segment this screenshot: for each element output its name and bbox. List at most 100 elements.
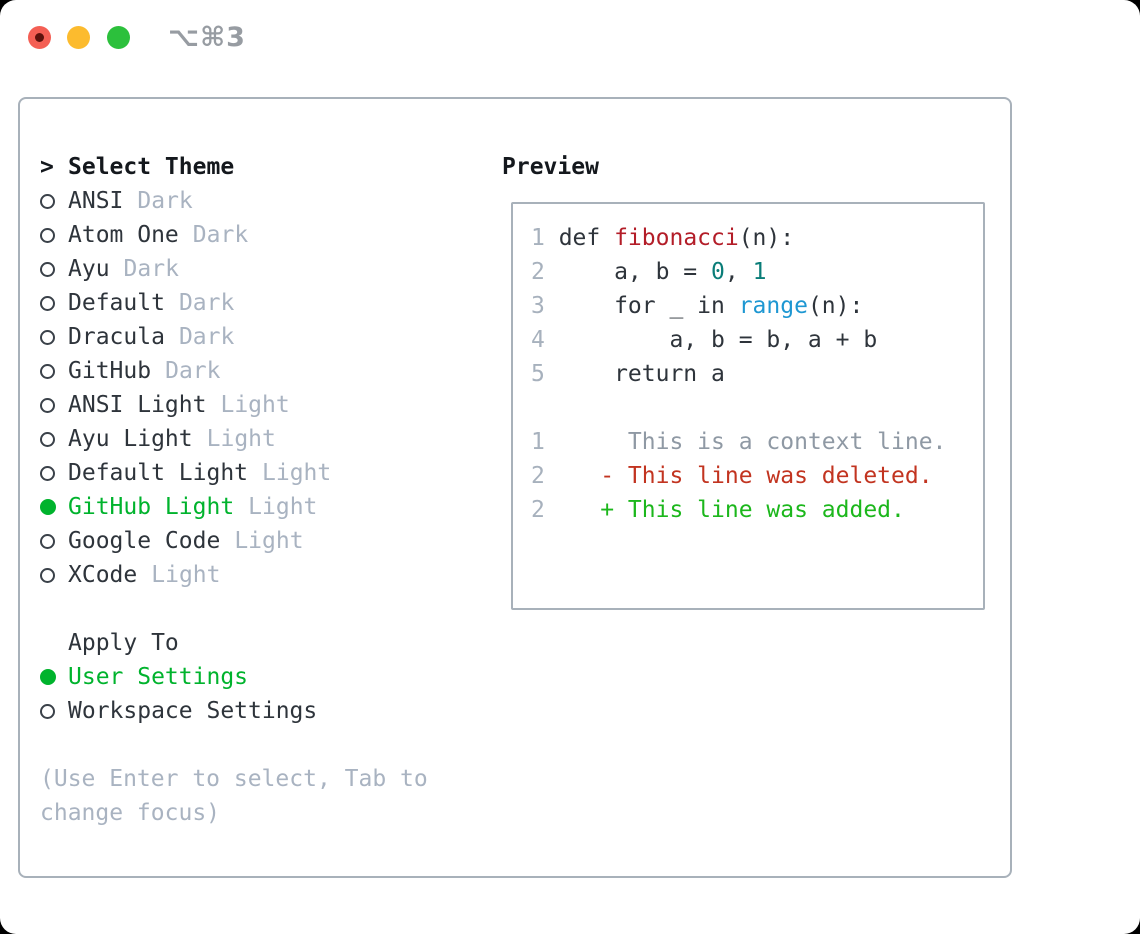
theme-type: Dark — [123, 256, 179, 282]
code-line: 5 return a — [531, 357, 983, 391]
radio-selected-icon — [40, 669, 68, 685]
line-number: 1 — [531, 225, 545, 251]
code-token: 0 — [711, 259, 725, 285]
spacer — [40, 592, 470, 626]
theme-option-atom-one-dark[interactable]: Atom One Dark — [40, 218, 470, 252]
code-token: a, b = b, a + b — [558, 327, 878, 353]
code-token: a, b = — [558, 259, 712, 285]
radio-icon — [40, 465, 68, 481]
diff-context-text: This is a context line. — [558, 429, 947, 455]
theme-name: Ayu — [68, 256, 110, 282]
theme-type: Dark — [192, 222, 249, 248]
code-token: for _ in — [558, 293, 739, 319]
code-token: (n): — [738, 225, 795, 251]
code-token: return a — [558, 361, 725, 387]
radio-icon — [40, 261, 68, 277]
theme-option-default-light[interactable]: Default Light Light — [40, 456, 470, 490]
keyboard-hint: (Use Enter to select, Tab to change focu… — [40, 766, 428, 826]
radio-icon — [40, 363, 68, 379]
code-token: , — [724, 259, 753, 285]
theme-name: ANSI — [68, 188, 124, 214]
theme-option-github-light[interactable]: GitHub Light Light — [40, 490, 470, 524]
code-line: 4 a, b = b, a + b — [531, 323, 983, 357]
theme-option-default-dark[interactable]: Default Dark — [40, 286, 470, 320]
radio-icon — [40, 533, 68, 549]
theme-name: ANSI Light — [68, 392, 207, 418]
theme-name: Atom One — [68, 222, 179, 248]
preview-title: Preview — [502, 154, 599, 180]
theme-option-ansi-light[interactable]: ANSI Light Light — [40, 388, 470, 422]
diff-context-line: 1 This is a context line. — [531, 425, 983, 459]
radio-icon — [40, 431, 68, 447]
code-token: 1 — [752, 259, 767, 285]
line-number: 3 — [531, 293, 545, 319]
window-title: ⌥⌘3 — [168, 21, 246, 53]
radio-icon — [40, 193, 68, 209]
radio-icon — [40, 295, 68, 311]
radio-icon — [40, 227, 68, 243]
code-token: fibonacci — [614, 225, 739, 251]
theme-type: Dark — [178, 290, 235, 316]
close-dot-icon — [35, 33, 44, 42]
theme-option-xcode-light[interactable]: XCode Light — [40, 558, 470, 592]
diff-added-line: 2 + This line was added. — [531, 493, 983, 527]
theme-name: GitHub — [68, 358, 152, 384]
line-number: 4 — [531, 327, 545, 353]
select-theme-title: Select Theme — [68, 154, 235, 180]
theme-name: GitHub Light — [68, 494, 235, 520]
prompt-icon: > — [40, 154, 54, 180]
code-line: 3 for _ in range(n): — [531, 289, 983, 323]
apply-option-user-settings[interactable]: User Settings — [40, 660, 470, 694]
theme-picker-panel: > Select Theme ANSI Dark Atom One Dark A… — [18, 97, 1012, 878]
theme-option-dracula-dark[interactable]: Dracula Dark — [40, 320, 470, 354]
code-line: 2 a, b = 0, 1 — [531, 255, 983, 289]
spacer — [40, 728, 470, 762]
theme-type: Light — [220, 392, 290, 418]
theme-option-google-code-light[interactable]: Google Code Light — [40, 524, 470, 558]
theme-type: Light — [234, 528, 304, 554]
code-line-blank — [531, 391, 983, 425]
theme-option-ayu-light[interactable]: Ayu Light Light — [40, 422, 470, 456]
select-theme-header: > Select Theme — [40, 150, 470, 184]
theme-type: Light — [151, 562, 221, 588]
theme-type: Light — [262, 460, 332, 486]
theme-name: Google Code — [68, 528, 221, 554]
theme-name: XCode — [68, 562, 138, 588]
apply-option-workspace-settings[interactable]: Workspace Settings — [40, 694, 470, 728]
code-token: range — [738, 293, 808, 319]
theme-option-github-dark[interactable]: GitHub Dark — [40, 354, 470, 388]
apply-to-title: Apply To — [68, 630, 179, 656]
diff-deleted-line: 2 - This line was deleted. — [531, 459, 983, 493]
radio-selected-icon — [40, 499, 68, 515]
apply-option-label: User Settings — [68, 664, 249, 690]
radio-icon — [40, 397, 68, 413]
theme-name: Default Light — [68, 460, 249, 486]
close-button[interactable] — [28, 26, 51, 49]
theme-type: Dark — [178, 324, 235, 350]
apply-option-label: Workspace Settings — [68, 698, 318, 724]
diff-added-text: + This line was added. — [558, 497, 905, 523]
theme-name: Ayu Light — [68, 426, 193, 452]
theme-type: Light — [248, 494, 318, 520]
code-token: (n): — [807, 293, 864, 319]
theme-option-ayu-dark[interactable]: Ayu Dark — [40, 252, 470, 286]
line-number: 2 — [531, 497, 545, 523]
apply-to-header: Apply To — [40, 626, 470, 660]
theme-type: Dark — [137, 188, 193, 214]
theme-type: Dark — [165, 358, 221, 384]
theme-name: Dracula — [68, 324, 165, 350]
line-number: 2 — [531, 463, 545, 489]
line-number: 5 — [531, 361, 545, 387]
radio-icon — [40, 329, 68, 345]
line-number: 2 — [531, 259, 545, 285]
zoom-button[interactable] — [107, 26, 130, 49]
titlebar: ⌥⌘3 — [0, 0, 1140, 74]
code-line: 1 def fibonacci(n): — [531, 221, 983, 255]
line-number: 1 — [531, 429, 545, 455]
code-token: def — [558, 225, 615, 251]
minimize-button[interactable] — [67, 26, 90, 49]
theme-option-ansi-dark[interactable]: ANSI Dark — [40, 184, 470, 218]
theme-name: Default — [68, 290, 165, 316]
